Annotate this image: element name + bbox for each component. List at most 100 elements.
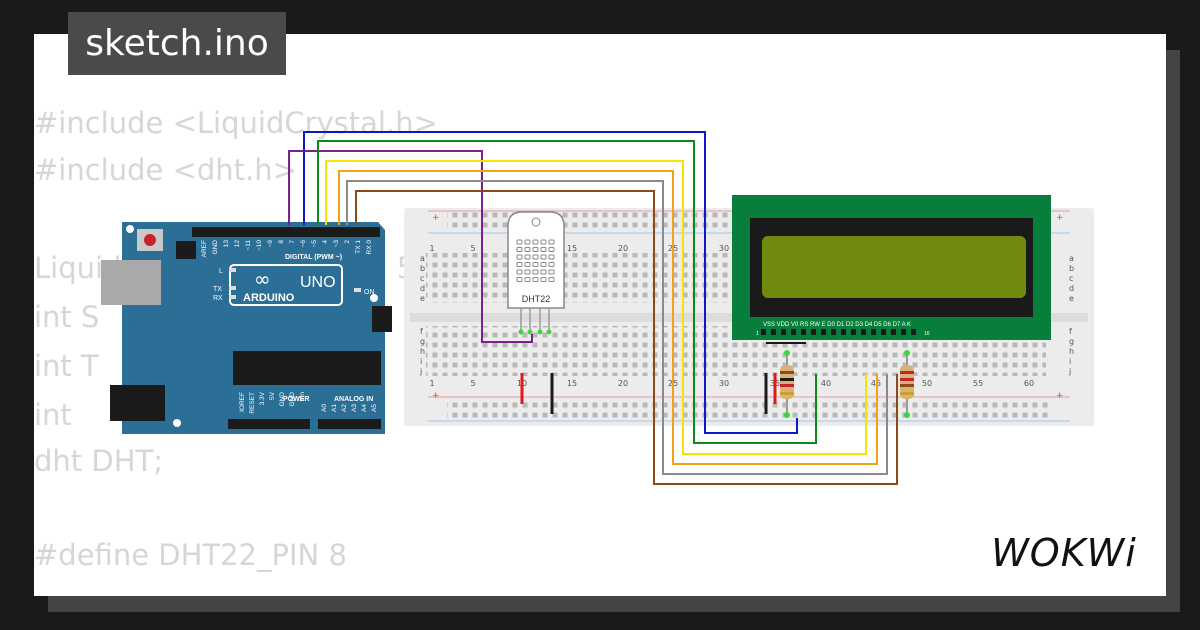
arduino-model-text: UNO [300,274,336,291]
pin-label: ~10 [256,240,263,251]
arduino-uno: ARDUINO UNO ∞ DIGITAL (PWM ~) ON L TX RX… [101,222,392,434]
pin-label: ~9 [267,240,274,248]
pin-label: 7 [289,240,296,244]
lcd-pin-last: 16 [924,331,930,337]
code-line: dht DHT; [34,444,163,478]
lcd-screen [762,236,1026,298]
resistor-left [780,350,794,418]
power-label: POWER [283,396,309,403]
pin-label: 12 [234,240,241,248]
pin-label: A4 [361,404,368,412]
lcd-pins [761,329,916,335]
wire-yellow [325,160,867,455]
wire-green [317,140,817,444]
l-led [229,268,236,272]
wire-purple [288,150,533,343]
pin-label: A3 [351,404,358,412]
row-letter: b [420,264,425,273]
row-letter: e [420,294,425,303]
pin-label: 3.3V [259,391,266,405]
row-letter: f [420,327,423,336]
lcd-pin-labels: VSS VDD V0 RS RW E D0 D1 D2 D3 D4 D5 D6 … [763,322,911,328]
mount-hole [126,225,134,233]
column-number: 30 [719,244,729,253]
pin-label: TX 1 [355,240,362,254]
pin-label: GND [212,240,219,255]
code-line: #include <LiquidCrystal.h> [34,106,438,140]
file-title-tag[interactable]: sketch.ino [68,12,286,75]
wire-brown [355,190,898,485]
on-led [354,288,361,292]
column-number: 55 [973,379,983,388]
l-label: L [219,268,223,275]
power-jack [110,385,165,421]
row-letter: a [420,254,425,263]
row-letter: c [420,274,424,283]
pin-label: 8 [278,240,285,244]
column-number: 1 [429,379,434,388]
icsp-header [176,241,196,259]
pin-label: 2 [344,240,351,244]
dht-vent-grid [516,239,555,282]
column-number: 20 [618,244,628,253]
code-line: int S [34,300,100,334]
tx-led [229,286,236,290]
atmega-chip [233,351,381,385]
row-letter: h [1069,347,1074,356]
digital-label: DIGITAL (PWM ~) [285,254,342,261]
code-line: #define DHT22_PIN 8 [34,538,347,572]
infinity-logo-icon: ∞ [254,267,271,291]
mount-hole [370,294,378,302]
column-number: 5 [470,379,475,388]
row-letter: h [420,347,425,356]
rx-led [229,295,236,299]
dht22-sensor: DHT22 [507,211,565,335]
digital-header [192,227,380,237]
wire-gray [346,180,888,475]
column-number: 15 [567,244,577,253]
usb-port [101,260,161,305]
pin-label: Vin [299,392,306,402]
row-letter: i [420,357,422,366]
column-number: 60 [1024,379,1034,388]
row-letter: i [1069,357,1071,366]
analog-header [318,419,381,429]
dht-label: DHT22 [522,294,551,304]
row-letter: g [420,337,425,346]
row-letter: j [1068,367,1071,376]
column-number: 30 [719,379,729,388]
pin-label: RESET [249,392,256,414]
plus-sign: + [1056,213,1064,223]
row-letter: d [420,284,425,293]
dht-body [507,211,565,309]
column-number: 20 [618,379,628,388]
code-line: #include <dht.h> [34,153,297,187]
arduino-brand-text: ARDUINO [243,292,295,304]
pin-label: GND [279,392,286,407]
wokwi-logo[interactable]: WOKWi [978,528,1150,576]
column-number: 5 [470,244,475,253]
resistor-right [900,350,914,418]
pin-label: ~3 [333,240,340,248]
row-letter: a [1069,254,1074,263]
reset-button-cap [144,234,156,246]
analog-label: ANALOG IN [334,396,373,403]
lcd-16x2: VSS VDD V0 RS RW E D0 D1 D2 D3 D4 D5 D6 … [732,195,1051,340]
column-number: 1 [429,244,434,253]
power-header [228,419,310,429]
code-line: int T [34,349,99,383]
row-letter: e [1069,294,1074,303]
row-letter: g [1069,337,1074,346]
pin-label: ~5 [311,240,318,248]
tx-label: TX [213,286,222,293]
rx-label: RX [213,295,223,302]
wire-orange [338,170,878,465]
pin-label: 5V [269,391,276,400]
column-number: 50 [922,379,932,388]
row-letter: c [1069,274,1073,283]
icsp-header-2 [372,306,392,332]
dht-mount-hole [531,217,541,227]
